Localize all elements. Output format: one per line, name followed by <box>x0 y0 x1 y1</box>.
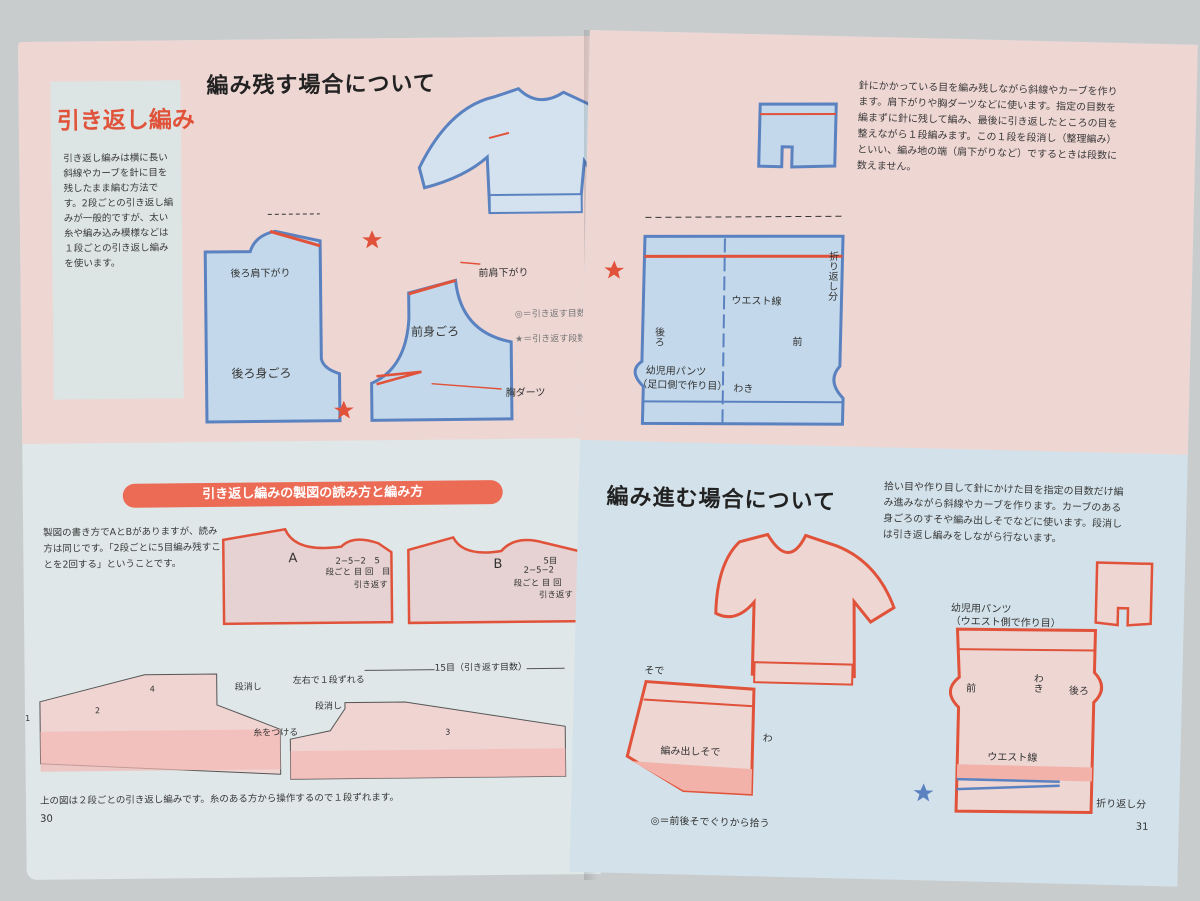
chart-b-line3: 段ごと 目 回 <box>513 578 562 589</box>
pants-fold-label: 折り返し分 <box>825 250 838 302</box>
sleeve-note: ◎＝前後そでぐりから拾う <box>650 815 770 830</box>
label-shift: 左右で１段ずれる <box>292 675 365 687</box>
pants2-front-label: 前 <box>965 683 977 695</box>
top-diagrams <box>203 87 601 424</box>
star-icon <box>333 400 354 419</box>
small-pants2-icon <box>1094 561 1154 627</box>
back-body-shape <box>203 213 342 424</box>
pants2-waist-label: ウエスト線 <box>987 751 1038 765</box>
bottom-heading: 編み進む場合について <box>606 484 837 516</box>
sleeve-fold-label: わ <box>762 733 773 745</box>
chart-b-letter: B <box>493 556 503 573</box>
chart-a-line2: 段ごと 目 回 目 <box>325 567 391 578</box>
swatch-right <box>289 701 567 780</box>
right-top-diagrams <box>604 102 1154 814</box>
chart-a-letter: A <box>288 551 298 567</box>
pants-side-label: わき <box>733 383 754 396</box>
page-number-left: 30 <box>40 813 53 825</box>
chart-a-shape <box>221 527 394 626</box>
small-pants-icon <box>757 102 838 169</box>
bottom-diagrams <box>39 527 586 780</box>
pants2-side-label: わき <box>1030 672 1043 694</box>
label-row2: 2 <box>94 706 101 716</box>
star-icon <box>362 230 383 249</box>
chart-b-line4: 引き返す <box>538 590 573 601</box>
label-attach-yarn: 糸をつける <box>253 728 299 739</box>
pants-front-label: 前 <box>792 337 803 349</box>
chart-a-line3: 引き返す <box>353 580 388 591</box>
star-icon <box>604 260 625 279</box>
vneck-sweater <box>714 532 896 686</box>
label-row1: 1 <box>25 713 31 723</box>
chart-b-line2: 2−5−2 <box>523 565 555 576</box>
pants2-diagram <box>948 627 1104 814</box>
swatch-left <box>39 673 282 775</box>
pants-subtitle: （足口側で作り目） <box>637 379 728 393</box>
left-page: 引き返し編み 引き返し編みは横に長い斜線やカーブを針に目を残したまま編む方法です… <box>18 35 601 880</box>
pants-waist-label: ウエスト線 <box>731 295 782 308</box>
sleeve-title: そで <box>644 665 665 678</box>
bottom-text: 拾い目や作り目して針にかけた目を指定の目数だけ編み進みながら斜線やカーブを作りま… <box>882 481 1124 545</box>
pants2-subtitle: （ウエスト側で作り目） <box>950 615 1061 630</box>
label-count: 15目（引き返す目数） <box>434 659 528 674</box>
chart-b-shape <box>407 535 586 625</box>
pants2-back-label: 後ろ <box>1068 685 1090 698</box>
label-dankeshi-2: 段消し <box>314 701 343 712</box>
sleeve-label: 編み出しそで <box>660 745 721 759</box>
right-page: 針にかかっている目を編み残しながら斜線やカーブを作ります。肩下がりや胸ダーツなど… <box>569 30 1198 887</box>
pants2-fold-label: 折り返し分 <box>1096 798 1147 811</box>
label-row4: 4 <box>149 684 155 694</box>
front-body-shape <box>370 261 514 422</box>
label-dankeshi-1: 段消し <box>234 682 262 693</box>
sweater-illustration <box>417 87 601 215</box>
pants-diagram <box>633 215 845 426</box>
star-icon <box>913 783 934 802</box>
pants-back-label: 後ろ <box>652 326 664 347</box>
label-row3: 3 <box>445 727 451 737</box>
page-number-right: 31 <box>1135 821 1149 833</box>
sleeve-diagram <box>625 679 756 796</box>
